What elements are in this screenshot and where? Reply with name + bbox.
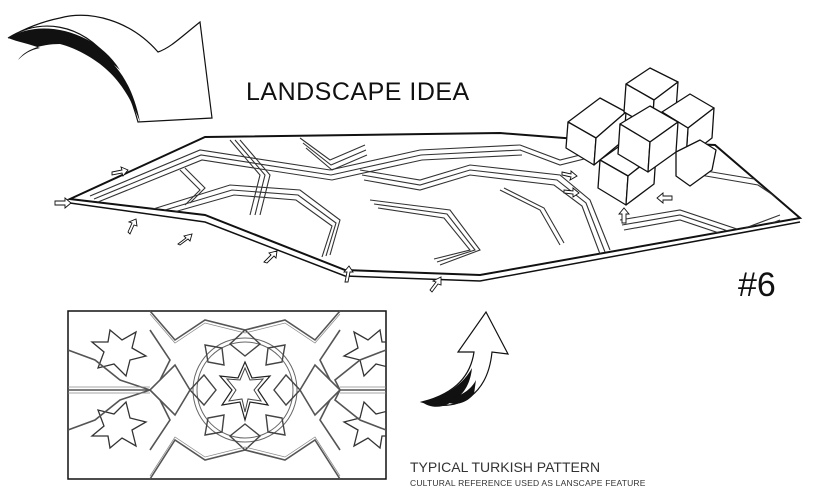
- turkish-pattern-panel: [67, 310, 387, 480]
- curved-arrow-icon-bottom: [419, 310, 510, 407]
- curved-arrow-icon-top-left: [7, 14, 213, 123]
- sheet-number: #6: [738, 266, 776, 304]
- flow-arrow-icon: [54, 166, 673, 293]
- cube-cross-structure: [565, 67, 717, 206]
- caption-title: TYPICAL TURKISH PATTERN: [410, 459, 601, 475]
- caption-subtitle: CULTURAL REFERENCE USED AS LANSCAPE FEAT…: [410, 478, 646, 488]
- surface-pattern-bands: [89, 137, 791, 266]
- page-title: LANDSCAPE IDEA: [246, 78, 470, 106]
